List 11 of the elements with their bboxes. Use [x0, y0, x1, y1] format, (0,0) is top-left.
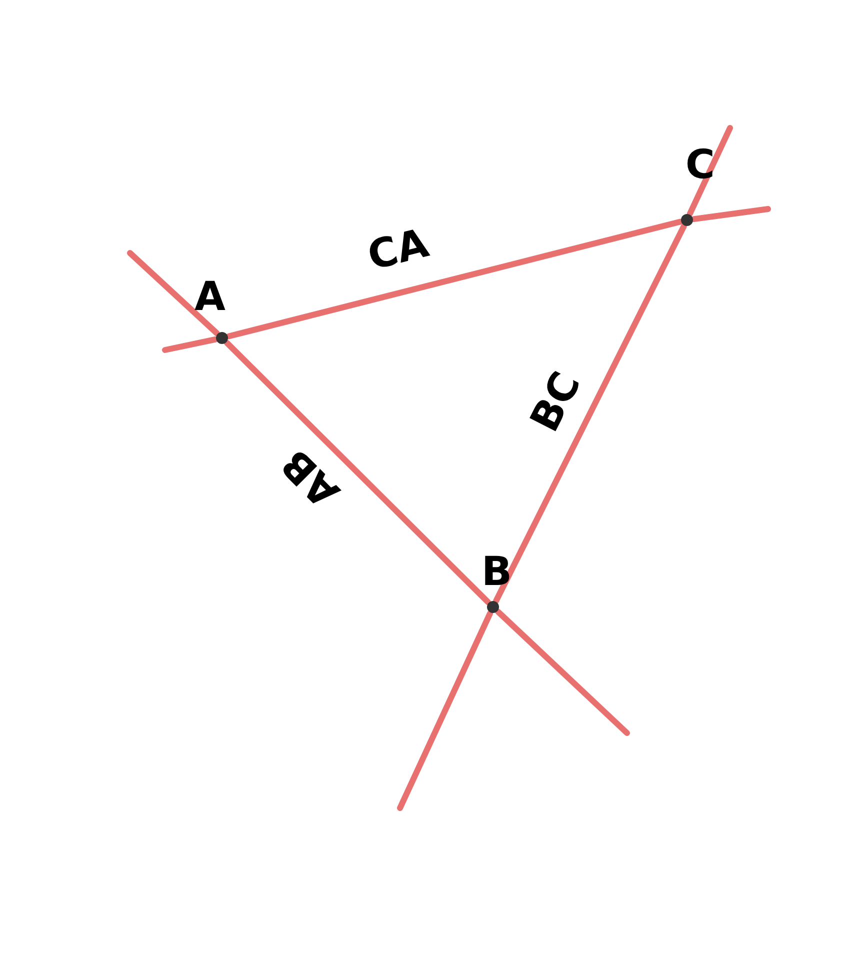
edge-label: BC [524, 366, 588, 438]
point-label: C [686, 145, 715, 185]
point-label: A [194, 277, 226, 317]
line [224, 340, 492, 606]
point-dot [216, 332, 228, 344]
line [226, 218, 684, 340]
point-label: B [482, 552, 512, 592]
line [493, 223, 687, 604]
edge-label: CA [364, 223, 432, 277]
edge-label: AB [274, 442, 346, 514]
point-dot [681, 214, 693, 226]
